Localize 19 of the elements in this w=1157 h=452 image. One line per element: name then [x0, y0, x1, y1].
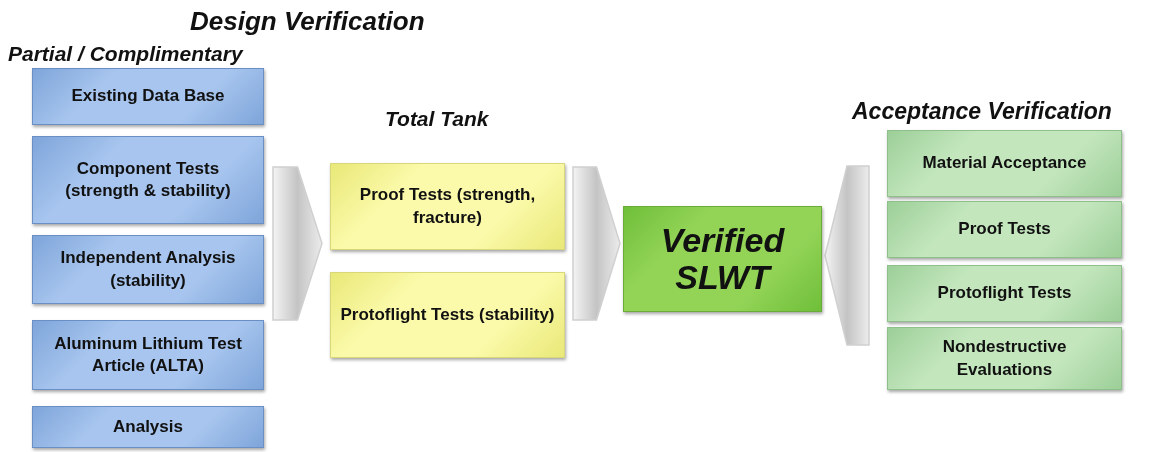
diagram-title: Design Verification — [190, 6, 425, 37]
process-box: Material Acceptance — [887, 130, 1122, 197]
process-box: Aluminum Lithium Test Article (ALTA) — [32, 320, 264, 390]
process-box: Existing Data Base — [32, 68, 264, 125]
chevron-arrow — [272, 166, 323, 321]
process-box: Proof Tests (strength, fracture) — [330, 163, 565, 250]
process-box: Protoflight Tests — [887, 265, 1122, 322]
group-heading: Total Tank — [385, 107, 489, 131]
process-box: Component Tests (strength & stability) — [32, 136, 264, 224]
group-heading: Partial / Complimentary — [8, 42, 243, 66]
chevron-arrow — [824, 165, 870, 346]
process-box: Proof Tests — [887, 201, 1122, 258]
process-box: Analysis — [32, 406, 264, 448]
chevron-arrow — [572, 166, 621, 321]
result-box: Verified SLWT — [623, 206, 822, 312]
process-box: Nondestructive Evaluations — [887, 327, 1122, 390]
process-box: Independent Analysis (stability) — [32, 235, 264, 304]
group-heading: Acceptance Verification — [852, 98, 1112, 125]
process-box: Protoflight Tests (stability) — [330, 272, 565, 358]
